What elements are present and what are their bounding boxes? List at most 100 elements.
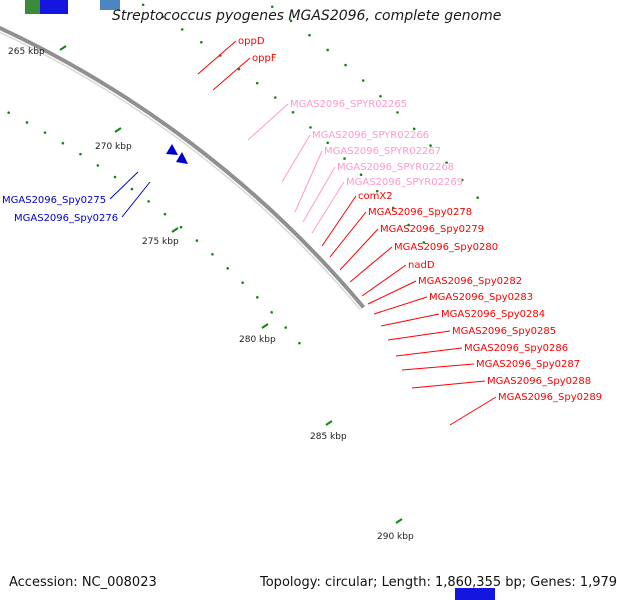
genome-map: 265 kbp 270 kbp 275 kbp 280 kbp 285 kbp 290 k… xyxy=(0,0,602,600)
map-title: Streptococcus pyogenes MGAS2096, complet… xyxy=(112,8,502,24)
gene-label: comX2 xyxy=(358,191,393,202)
gene-label: oppD xyxy=(238,36,265,47)
outer-guide-dots xyxy=(361,79,365,82)
inner-guide-dots xyxy=(284,326,288,329)
gene-label: MGAS2096_SPYR02266 xyxy=(312,130,429,141)
feature-block xyxy=(40,0,68,14)
leader-line xyxy=(281,134,311,183)
middle-guide-dots xyxy=(359,173,363,177)
leader-line xyxy=(109,171,139,200)
middle-guide-dots xyxy=(309,126,312,129)
leader-line xyxy=(197,40,237,75)
gene-label: MGAS2096_Spy0276 xyxy=(14,213,118,224)
inner-guide-dots xyxy=(61,141,65,145)
inner-guide-dots xyxy=(179,225,183,229)
leader-line xyxy=(395,347,463,357)
tick-label: 290 kbp xyxy=(377,532,414,542)
tick-label: 285 kbp xyxy=(310,432,347,442)
gene-label: MGAS2096_Spy0282 xyxy=(418,276,522,287)
inner-guide-dots xyxy=(270,310,273,314)
tick-label: 265 kbp xyxy=(8,47,45,57)
middle-guide-dots xyxy=(255,81,259,85)
middle-guide-dots xyxy=(200,40,203,44)
outer-guide-dots xyxy=(344,63,347,67)
tick-mark xyxy=(395,518,403,524)
tick-mark xyxy=(261,323,269,329)
middle-guide-dots xyxy=(180,28,184,31)
leader-line xyxy=(339,228,379,271)
outer-guide-dots xyxy=(476,196,479,199)
leader-line xyxy=(321,195,357,247)
leader-line xyxy=(212,57,251,91)
outer-guide-dots xyxy=(308,33,311,37)
inner-guide-dots xyxy=(7,111,10,114)
leader-line xyxy=(329,211,367,258)
gene-label: MGAS2096_Spy0286 xyxy=(464,343,568,354)
tick-label: 280 kbp xyxy=(239,335,276,345)
gene-label: oppF xyxy=(252,53,277,64)
gene-label: MGAS2096_Spy0275 xyxy=(2,195,106,206)
inner-guide-dots xyxy=(298,341,301,345)
outer-guide-dots xyxy=(289,19,293,23)
middle-guide-dots xyxy=(291,110,295,114)
leader-line xyxy=(121,181,151,218)
inner-guide-dots xyxy=(195,239,199,242)
gene-label: MGAS2096_Spy0284 xyxy=(441,309,545,320)
inner-guide-dots xyxy=(43,131,47,134)
gene-label: MGAS2096_Spy0289 xyxy=(498,392,602,403)
inner-guide-dots xyxy=(113,175,117,179)
tick-label: 275 kbp xyxy=(142,237,179,247)
inner-guide-dots xyxy=(163,212,167,216)
gene-label: MGAS2096_Spy0279 xyxy=(380,224,484,235)
gene-label: MGAS2096_Spy0287 xyxy=(476,359,580,370)
leader-line xyxy=(411,380,486,389)
tick-label: 270 kbp xyxy=(95,142,132,152)
gene-label: MGAS2096_SPYR02269 xyxy=(346,177,463,188)
inner-guide-dots xyxy=(130,187,134,191)
gene-label: nadD xyxy=(408,260,435,271)
outer-guide-dots xyxy=(445,161,448,164)
outer-guide-dots xyxy=(429,144,432,147)
inner-guide-dots xyxy=(256,296,259,299)
middle-guide-dots xyxy=(422,241,426,244)
gene-label: MGAS2096_SPYR02265 xyxy=(290,99,407,110)
leader-line xyxy=(294,150,323,213)
gene-label: MGAS2096_Spy0288 xyxy=(487,376,591,387)
middle-guide-dots xyxy=(326,141,329,145)
middle-guide-dots xyxy=(407,223,410,227)
tick-mark xyxy=(325,420,333,426)
inner-guide-dots xyxy=(241,281,244,284)
inner-guide-dots xyxy=(226,267,230,270)
minus-gene-arrow xyxy=(176,152,188,164)
tick-mark xyxy=(114,127,122,133)
inner-guide-dots xyxy=(147,200,150,203)
tick-mark xyxy=(171,227,179,233)
gene-label: MGAS2096_Spy0280 xyxy=(394,242,498,253)
outer-guide-dots xyxy=(379,94,382,98)
middle-guide-dots xyxy=(375,189,379,193)
outer-guide-dots xyxy=(326,48,329,52)
inner-guide-dots xyxy=(211,252,214,256)
tick-mark xyxy=(59,45,67,51)
middle-guide-dots xyxy=(343,157,346,160)
leader-line xyxy=(401,363,475,371)
accession-label: Accession: NC_008023 xyxy=(9,575,157,590)
backbone-inner-arc xyxy=(0,31,362,311)
gene-label: MGAS2096_Spy0278 xyxy=(368,207,472,218)
outer-guide-dots xyxy=(461,178,464,182)
middle-guide-dots xyxy=(391,206,395,210)
inner-guide-dots xyxy=(25,121,29,124)
middle-guide-dots xyxy=(141,3,145,7)
genome-stats-label: Topology: circular; Length: 1,860,355 bp… xyxy=(260,575,617,590)
outer-guide-dots xyxy=(270,5,274,9)
gene-label: MGAS2096_Spy0285 xyxy=(452,326,556,337)
outer-guide-dots xyxy=(396,111,399,114)
leader-line xyxy=(349,246,393,283)
gene-label: MGAS2096_SPYR02267 xyxy=(324,146,441,157)
feature-block xyxy=(455,588,495,600)
leader-line xyxy=(387,330,451,341)
inner-guide-dots xyxy=(79,152,82,156)
gene-label: MGAS2096_Spy0283 xyxy=(429,292,533,303)
inner-guide-dots xyxy=(96,164,100,167)
